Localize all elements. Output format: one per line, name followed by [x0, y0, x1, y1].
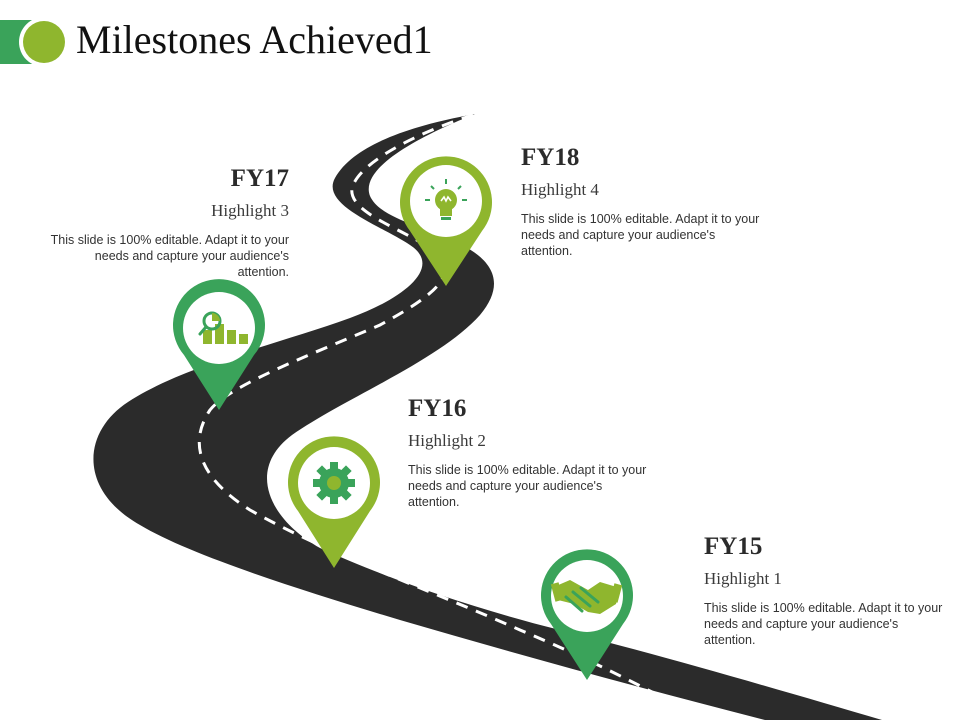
milestone-fy16-description: This slide is 100% editable. Adapt it to… — [408, 463, 647, 509]
milestone-fy16-year: FY16 — [408, 395, 467, 422]
road — [93, 114, 883, 720]
milestone-fy18-highlight: Highlight 4 — [521, 180, 599, 199]
lightbulb-icon — [425, 179, 467, 220]
milestone-fy18-year: FY18 — [521, 144, 580, 171]
title-circle-shape — [23, 21, 65, 63]
road-center-dashed-line — [197, 113, 691, 714]
pin-fy18 — [400, 156, 492, 286]
slide-title: Milestones Achieved1 — [76, 17, 433, 62]
milestone-fy17: FY17 Highlight 3 This slide is 100% edit… — [44, 164, 289, 280]
pin-fy17 — [173, 279, 265, 410]
milestone-fy18: FY18 Highlight 4 This slide is 100% edit… — [521, 143, 766, 259]
milestone-fy16: FY16 Highlight 2 This slide is 100% edit… — [408, 394, 653, 510]
milestone-fy17-highlight: Highlight 3 — [211, 201, 289, 220]
milestone-fy15-description: This slide is 100% editable. Adapt it to… — [704, 601, 943, 647]
analytics-magnifier-icon — [198, 311, 248, 344]
gear-icon — [313, 462, 355, 504]
milestone-fy16-highlight: Highlight 2 — [408, 431, 486, 450]
milestone-fy15: FY15 Highlight 1 This slide is 100% edit… — [704, 532, 949, 648]
milestone-fy18-description: This slide is 100% editable. Adapt it to… — [521, 212, 760, 258]
title-decoration — [0, 17, 69, 67]
milestone-fy17-description: This slide is 100% editable. Adapt it to… — [50, 233, 289, 279]
milestone-fy15-year: FY15 — [704, 533, 763, 560]
milestone-fy17-year: FY17 — [230, 165, 289, 192]
pin-fy15 — [541, 549, 633, 680]
handshake-icon — [550, 580, 623, 614]
slide-header: Milestones Achieved1 — [0, 14, 480, 70]
pin-fy16 — [288, 436, 380, 568]
milestone-fy15-highlight: Highlight 1 — [704, 569, 782, 588]
